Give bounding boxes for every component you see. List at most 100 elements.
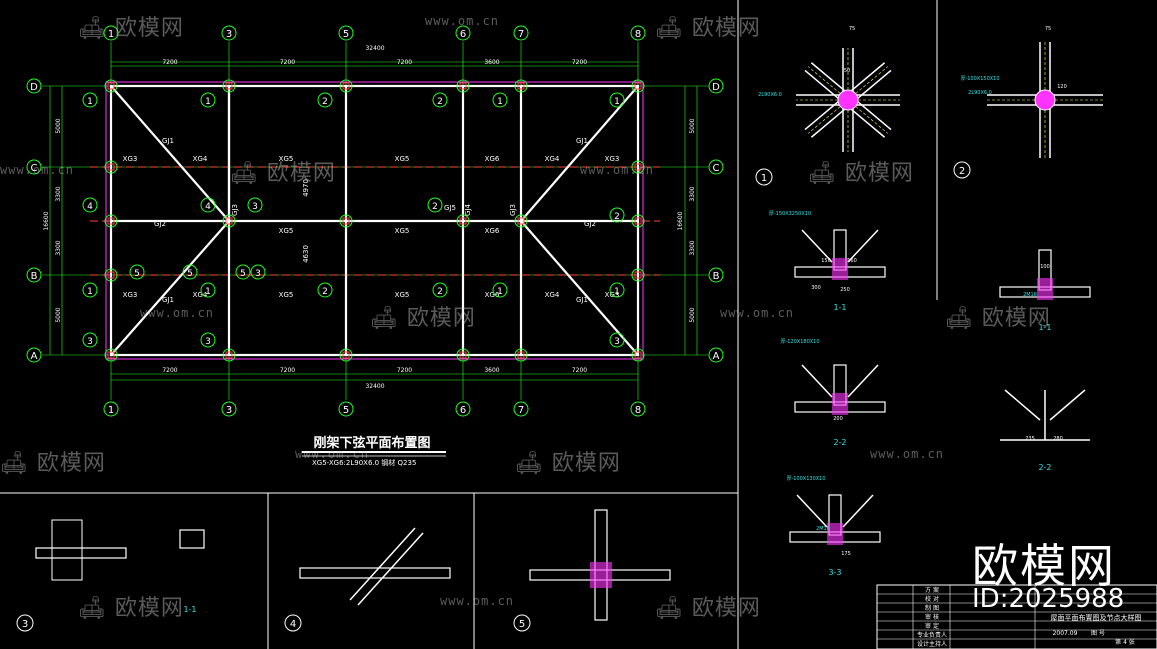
plan-detail-num: 1: [614, 287, 620, 297]
detail-dim: 2M16: [1023, 292, 1037, 298]
watermark-url: www.om.cn: [0, 163, 75, 177]
axis-bubble: [513, 401, 529, 417]
member-label: XG5: [279, 227, 294, 235]
plan-detail-bubble: [250, 264, 266, 280]
detail-dim: 160: [847, 258, 857, 264]
watermark-logo: 🛋 欧模网: [945, 306, 1051, 331]
span-dim: 3600: [484, 59, 499, 66]
detail-dim: 120: [1057, 84, 1067, 90]
plan-title: 刚架下弦平面布置图: [313, 435, 430, 451]
plan-detail-bubble: [609, 282, 625, 298]
node-circle: [456, 79, 470, 93]
axis-label: 7: [518, 405, 524, 416]
member-label: GJ4: [464, 203, 472, 215]
detail-plate: [1037, 278, 1053, 300]
watermark-url: www.om.cn: [580, 163, 655, 177]
node-circle: [631, 214, 645, 228]
axis-bubble: [708, 347, 724, 363]
detail-axis: [807, 66, 849, 101]
axis-bubble: [708, 78, 724, 94]
member-label: GJ5: [444, 204, 456, 212]
title-row-label: 校 对: [925, 595, 939, 603]
detail-bubble: [953, 161, 971, 179]
axis-label: 5: [343, 405, 349, 416]
drawing-sheet: 第 4 张: [1115, 638, 1135, 646]
axis-bubble: [708, 267, 724, 283]
member-label: GJ3: [509, 204, 517, 216]
detail-bubble: [513, 614, 531, 632]
node-plate: [342, 82, 350, 90]
node-circle: [339, 214, 353, 228]
node-plate: [107, 217, 115, 225]
plan-detail-bubble: [317, 92, 333, 108]
title-row-label: 方 案: [925, 586, 939, 594]
detail-plate: [590, 562, 612, 588]
span-dim: 7200: [162, 59, 177, 66]
right-dim: 3300: [689, 186, 696, 201]
title-frame: [876, 584, 1157, 649]
detail-plate: [827, 523, 843, 545]
detail-bubble: [16, 614, 34, 632]
span-dim: 3600: [484, 367, 499, 374]
node-plate: [107, 271, 115, 279]
node-plate: [225, 351, 233, 359]
watermark-url: www.om.cn: [425, 14, 500, 28]
axis-bubble: [26, 267, 42, 283]
detail-num: 5: [519, 619, 525, 630]
detail-dim: 厚-150X3250X10: [769, 211, 811, 217]
watermark-logo: 🛋 欧模网: [78, 596, 184, 621]
left-dim: 5000: [55, 307, 62, 322]
member-diagonal: [110, 220, 230, 356]
detail-dim: 235: [1025, 436, 1035, 442]
node-plate: [459, 351, 467, 359]
span-dim: 7200: [162, 367, 177, 374]
node-plate: [459, 82, 467, 90]
axis-label: A: [713, 351, 720, 362]
axis-bubble: [221, 401, 237, 417]
plan-detail-bubble: [609, 332, 625, 348]
axis-label: D: [30, 82, 38, 93]
member-label: GJ2: [584, 220, 596, 228]
node-circle: [104, 160, 118, 174]
member-label: GJ2: [154, 220, 166, 228]
section-label: 1-1: [833, 303, 846, 312]
watermark-logo: 🛋 欧模网: [370, 306, 476, 331]
node-circle: [104, 348, 118, 362]
watermark-url: www.om.cn: [870, 447, 945, 461]
detail-diagonal: [842, 494, 874, 528]
detail-dim: 75: [1045, 26, 1051, 32]
detail-plate: [1034, 89, 1056, 111]
span-dim: 7200: [397, 367, 412, 374]
axis-bubble: [26, 159, 42, 175]
section-label: 1-1: [1038, 323, 1051, 332]
axis-label: D: [712, 82, 720, 93]
detail-dim: 75: [849, 26, 855, 32]
plan-detail-num: 1: [205, 287, 211, 297]
plan-detail-bubble: [82, 332, 98, 348]
plan-detail-bubble: [200, 332, 216, 348]
plan-detail-num: 2: [437, 287, 443, 297]
member-label: XG6: [485, 291, 500, 299]
plan-detail-num: 2: [322, 287, 328, 297]
axis-bubble: [221, 25, 237, 41]
plan-detail-bubble: [492, 282, 508, 298]
plan-detail-num: 2: [432, 202, 438, 212]
detail-chord: [299, 567, 451, 579]
span-dim: 7200: [572, 59, 587, 66]
detail-num: 4: [290, 619, 296, 630]
node-plate: [107, 351, 115, 359]
plan-detail-bubble: [317, 282, 333, 298]
plan-detail-bubble: [609, 92, 625, 108]
member-label: XG6: [485, 227, 500, 235]
detail-section: [179, 529, 205, 549]
detail-diagonal: [847, 364, 879, 398]
detail-diagonal: [847, 229, 879, 263]
axis-label: 1: [108, 405, 114, 416]
node-circle: [631, 348, 645, 362]
member-label: GJ3: [231, 204, 239, 216]
right-dim: 5000: [689, 307, 696, 322]
drawing-number: 图 号: [1091, 630, 1105, 637]
plan-detail-bubble: [182, 264, 198, 280]
